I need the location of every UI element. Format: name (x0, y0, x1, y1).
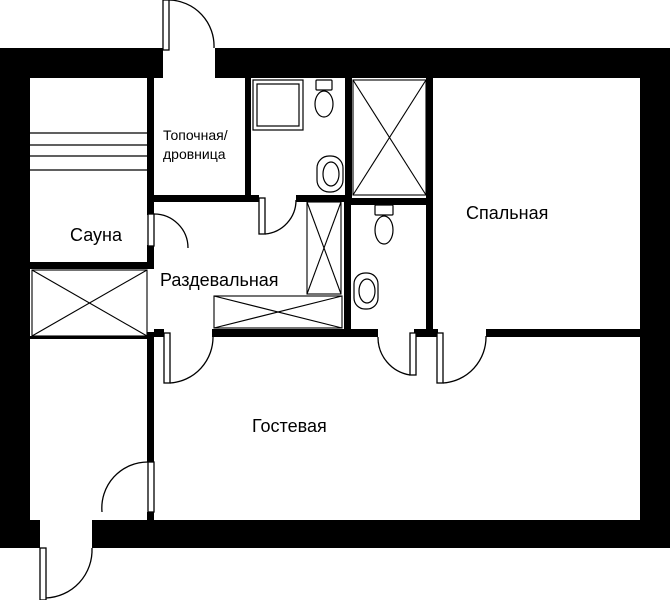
label-boiler-line-2: дровница (163, 146, 226, 162)
toilet-wc (374, 204, 394, 245)
label-boiler-room: Топочная/ дровница (163, 127, 231, 162)
wall-between-doors (414, 329, 438, 337)
wall-hall-guest (147, 332, 154, 462)
sauna-benches (30, 132, 147, 171)
door-boiler (258, 197, 297, 235)
wall-bedroom-left (426, 78, 433, 333)
wall-hall-guest-bottom (147, 512, 154, 522)
label-guest-room: Гостевая (252, 416, 327, 436)
outer-walls (0, 48, 670, 548)
wall-hall-stub (154, 329, 164, 337)
doors (39, 0, 487, 600)
inner-walls (30, 78, 640, 522)
wall-closet-bottom (30, 336, 154, 339)
wall-bath-right (345, 78, 352, 204)
wall-boiler-left (147, 78, 154, 215)
wall-boiler-bottom (147, 195, 259, 202)
shower-tray (252, 79, 304, 131)
top-wall-right (215, 48, 670, 78)
right-wall (640, 48, 670, 548)
wall-sauna-right (147, 245, 154, 265)
room-labels: Топочная/ дровница Сауна Раздевальная Сп… (70, 127, 548, 436)
door-sauna (147, 213, 189, 249)
door-entry-top (162, 0, 215, 51)
wall-wc-left (344, 198, 351, 333)
wall-boiler-right (245, 78, 251, 198)
door-wc (377, 332, 417, 376)
closet-left (31, 269, 148, 337)
left-wall (0, 48, 30, 548)
label-bedroom: Спальная (466, 203, 548, 223)
closet-dressing-vertical (306, 201, 342, 295)
wall-dressing-bottom (212, 329, 378, 337)
bathroom-fixtures (252, 79, 394, 310)
wall-bedroom-bottom (486, 329, 640, 337)
toilet-top (314, 79, 334, 118)
label-sauna: Сауна (70, 225, 123, 245)
label-dressing-room: Раздевальная (160, 270, 279, 290)
wall-bath-bottom (296, 195, 345, 202)
wall-wc-top (345, 198, 430, 205)
door-entry-bottom (39, 547, 93, 600)
sink-top (316, 155, 344, 193)
bottom-wall-left (0, 520, 40, 548)
sink-wc (353, 272, 379, 310)
closet-top-right (352, 79, 427, 196)
door-guest (101, 461, 155, 513)
door-dressing-bottom (163, 332, 214, 384)
door-bedroom (436, 332, 487, 384)
label-boiler-line-1: Топочная/ (163, 127, 228, 143)
bottom-wall-right (92, 520, 670, 548)
wall-sauna-bottom (30, 262, 154, 269)
closet-dressing-horizontal (213, 295, 343, 329)
storage-blocks (31, 79, 427, 337)
